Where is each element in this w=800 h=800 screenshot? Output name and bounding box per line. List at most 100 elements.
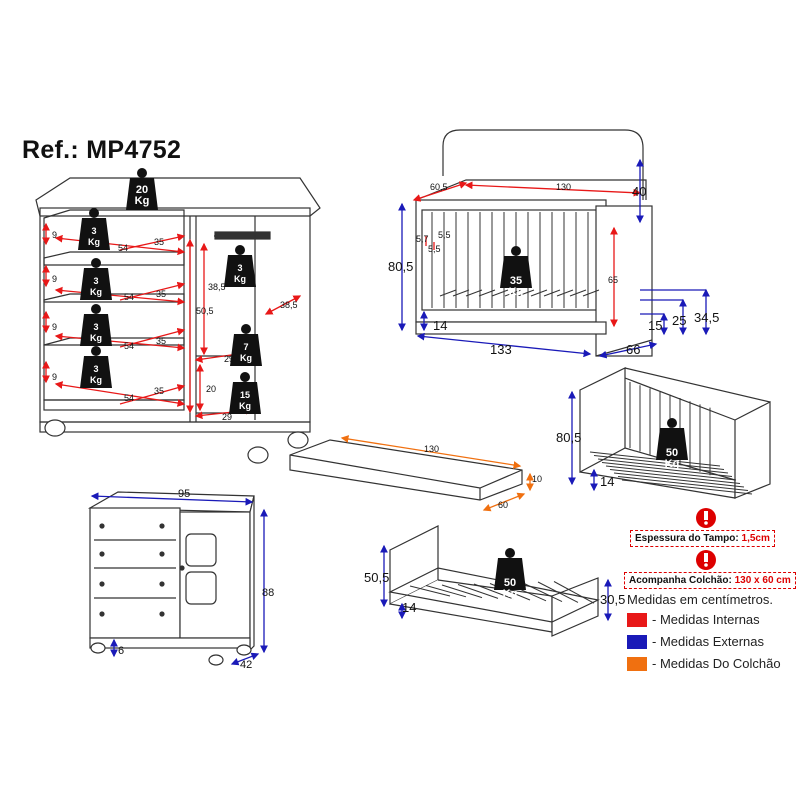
dim-label: 30,5 <box>600 592 625 607</box>
legend-item: - Medidas Externas <box>627 634 764 649</box>
dim-label: 65 <box>608 275 618 285</box>
dim-label: 29 <box>222 412 232 422</box>
slat <box>473 583 515 600</box>
dim-label: 54 <box>124 292 134 302</box>
dim-label: 35 <box>156 336 166 346</box>
dim-label: 9 <box>52 230 57 240</box>
top-thickness-label: Espessura do Tampo: <box>635 533 739 544</box>
slat <box>582 289 600 297</box>
dim-label: 38,5 <box>208 282 226 292</box>
top-thickness-value: 1,5cm <box>741 533 770 544</box>
dim-label: 80,5 <box>556 430 581 445</box>
slat <box>441 584 483 599</box>
dim-label: 42 <box>240 659 252 671</box>
slat <box>491 289 509 297</box>
slat <box>504 289 522 297</box>
slat <box>439 289 457 297</box>
legend-swatch <box>627 656 647 671</box>
crib-dims <box>398 158 710 359</box>
dim-label: 35 <box>154 237 164 247</box>
slat <box>537 581 579 603</box>
slat <box>409 585 451 597</box>
legend-swatch <box>627 634 647 649</box>
slat <box>621 479 753 495</box>
dim-label: 15 <box>648 318 662 333</box>
top-thickness-note: Espessura do Tampo: 1,5cm <box>630 530 775 547</box>
dim-label: 9 <box>52 322 57 332</box>
bed-dims <box>380 544 612 622</box>
dim-label: 66 <box>626 342 640 357</box>
bed-drawing <box>388 525 600 637</box>
dim-label: 35 <box>156 289 166 299</box>
mattress-note: Acompanha Colchão: 130 x 60 cm <box>624 572 796 589</box>
slat <box>478 289 496 297</box>
dim-label: 133 <box>490 342 512 357</box>
units-note: Medidas em centímetros. <box>627 592 773 607</box>
dim-label: 9 <box>52 372 57 382</box>
slat <box>425 585 467 598</box>
slat <box>553 581 595 604</box>
dim-label: 5,7 <box>416 234 429 244</box>
slat <box>593 455 725 470</box>
legend-item: - Medidas Do Colchão <box>627 656 781 671</box>
daybed-drawing <box>579 367 771 499</box>
dim-label: 38,5 <box>280 300 298 310</box>
slat <box>597 458 729 474</box>
dim-label: 40 <box>632 184 646 199</box>
dim-label: 20 <box>206 384 216 394</box>
dim-label: 54 <box>124 393 134 403</box>
legend-label: - Medidas Externas <box>652 634 764 649</box>
dim-label: 34,5 <box>694 310 719 325</box>
dim-label: 50,5 <box>196 306 214 316</box>
mattress-dims <box>340 435 534 512</box>
slat <box>543 289 561 297</box>
slat <box>617 476 749 491</box>
slat <box>605 465 737 481</box>
dim-label: 80,5 <box>388 259 413 274</box>
slat <box>609 469 741 484</box>
slat <box>569 289 587 297</box>
dim-label: 54 <box>118 243 128 253</box>
dim-label: 5,5 <box>438 230 451 240</box>
crib-drawing <box>415 129 653 357</box>
dim-label: 29 <box>224 354 234 364</box>
daybed-dims <box>568 390 598 492</box>
slat <box>457 584 499 599</box>
dim-label: 130 <box>424 444 439 454</box>
slat <box>556 289 574 297</box>
dim-label: 5,5 <box>428 244 441 254</box>
warning-icon <box>696 550 716 570</box>
mattress-drawing <box>289 439 523 501</box>
dim-label: 54 <box>124 341 134 351</box>
dresser-closed-drawing <box>87 491 255 666</box>
slat <box>601 462 733 477</box>
dim-label: 130 <box>556 182 571 192</box>
slat <box>613 472 745 488</box>
dim-label: 14 <box>600 474 614 489</box>
dim-label: 9 <box>52 274 57 284</box>
dim-label: 88 <box>262 587 274 599</box>
crib-mattress-slats <box>439 289 600 297</box>
dim-label: 60 <box>498 500 508 510</box>
bed-slats <box>409 581 595 604</box>
slat <box>589 451 721 467</box>
dim-label: 6 <box>118 645 124 657</box>
dim-label: 50,5 <box>364 570 389 585</box>
legend-swatch <box>627 612 647 627</box>
dim-label: 14 <box>402 600 416 615</box>
dim-label: 60,5 <box>430 182 448 192</box>
slat <box>530 289 548 297</box>
dim-label: 35 <box>154 386 164 396</box>
mattress-note-label: Acompanha Colchão: <box>629 575 732 586</box>
slat <box>452 289 470 297</box>
